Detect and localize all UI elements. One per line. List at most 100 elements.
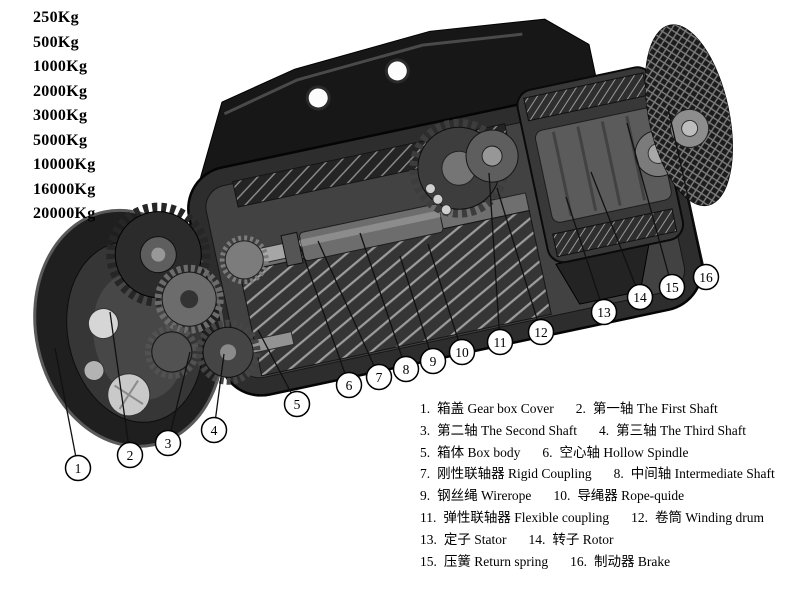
callout-balloons: 1 2 3 4 5 6 7 8 9 10 11 12 13 14 15 16 xyxy=(64,263,720,482)
legend-number: 12. xyxy=(631,509,648,525)
legend-item: 10. 导绳器 Rope-quide xyxy=(553,485,684,507)
svg-text:15: 15 xyxy=(665,280,679,295)
legend-row: 3. 第二轴 The Second Shaft 4. 第三轴 The Third S… xyxy=(420,420,792,442)
svg-text:7: 7 xyxy=(376,370,383,385)
svg-text:2: 2 xyxy=(127,448,134,463)
top-bracket xyxy=(199,18,598,180)
legend-number: 10. xyxy=(553,488,571,504)
legend-item: 15.压簧 Return spring xyxy=(420,551,548,573)
legend-row: 15.压簧 Return spring 16. 制动器 Brake xyxy=(420,551,792,573)
legend-label: 钢丝绳 Wirerope xyxy=(437,488,532,504)
callout-12: 12 xyxy=(527,318,555,346)
gear-train xyxy=(106,202,269,385)
svg-text:6: 6 xyxy=(346,378,353,393)
callout-9: 9 xyxy=(419,347,447,375)
callout-10: 10 xyxy=(448,338,476,366)
svg-text:3: 3 xyxy=(165,436,172,451)
callout-16: 16 xyxy=(692,263,720,291)
legend-label: 卷筒 Winding drum xyxy=(655,509,764,525)
legend-item: 3. 第二轴 The Second Shaft xyxy=(420,420,577,442)
bearing-ball xyxy=(432,193,444,205)
legend-number: 4. xyxy=(598,422,610,438)
capacity-item: 16000Kg xyxy=(33,180,96,198)
legend-number: 16. xyxy=(570,553,587,569)
legend-item: 13. 定子 Stator xyxy=(420,529,507,551)
svg-text:10: 10 xyxy=(455,345,469,360)
legend-label: 定子 Stator xyxy=(443,531,507,547)
callout-1: 1 xyxy=(64,454,92,482)
svg-text:16: 16 xyxy=(699,270,713,285)
legend-item: 6.空心轴 Hollow Spindle xyxy=(542,442,688,464)
capacity-item: 3000Kg xyxy=(33,107,88,124)
motor xyxy=(516,66,685,264)
legend-row: 7.刚性联轴器 Rigid Coupling 8.中间轴 Intermediat… xyxy=(420,463,792,485)
legend-number: 11. xyxy=(420,509,437,525)
capacity-item: 10000Kg xyxy=(33,156,96,173)
capacity-item: 5000Kg xyxy=(33,131,88,149)
legend-number: 8. xyxy=(613,466,624,482)
legend-number: 1. xyxy=(420,401,431,416)
svg-text:12: 12 xyxy=(534,325,548,340)
parts-legend: 1. 箱盖 Gear box Cover 2. 第一轴 The First Shaf… xyxy=(420,398,792,572)
legend-label: 转子 Rotor xyxy=(552,531,614,547)
legend-item: 9. 钢丝绳 Wirerope xyxy=(420,485,531,507)
legend-label: 弹性联轴器 Flexible coupling xyxy=(443,509,610,525)
svg-text:1: 1 xyxy=(75,461,82,476)
legend-number: 5. xyxy=(420,444,431,460)
callout-13: 13 xyxy=(590,298,618,326)
legend-label: 第三轴 The Third Shaft xyxy=(616,422,746,438)
svg-text:8: 8 xyxy=(403,362,410,377)
callout-7: 7 xyxy=(365,363,393,391)
legend-item: 5.箱体 Box body xyxy=(420,442,520,464)
legend-item: 16. 制动器 Brake xyxy=(570,551,670,573)
svg-text:11: 11 xyxy=(494,335,507,350)
legend-item: 2. 第一轴 The First Shaft xyxy=(576,398,718,420)
bracket-hole xyxy=(305,85,331,111)
legend-item: 14. 转子 Rotor xyxy=(529,529,614,551)
legend-row: 5.箱体 Box body 6.空心轴 Hollow Spindle xyxy=(420,442,792,464)
svg-text:5: 5 xyxy=(294,397,301,412)
legend-number: 13. xyxy=(420,531,437,547)
legend-label: 制动器 Brake xyxy=(594,553,671,569)
callout-11: 11 xyxy=(486,328,514,356)
bearing-ball xyxy=(424,183,436,195)
legend-item: 8.中间轴 Intermediate Shaft xyxy=(614,463,775,485)
capacity-item: 1000Kg xyxy=(33,58,88,75)
callout-3: 3 xyxy=(154,429,182,457)
capacity-item: 2000Kg xyxy=(33,82,88,100)
legend-label: 第二轴 The Second Shaft xyxy=(437,422,577,438)
legend-item: 11. 弹性联轴器 Flexible coupling xyxy=(420,507,609,529)
capacity-list: 250Kg 500Kg 1000Kg 2000Kg 3000Kg 5000Kg … xyxy=(33,6,96,227)
svg-text:9: 9 xyxy=(430,354,437,369)
legend-label: 箱盖 Gear box Cover xyxy=(437,401,554,416)
callout-8: 8 xyxy=(392,355,420,383)
legend-row: 1. 箱盖 Gear box Cover 2. 第一轴 The First Shaf… xyxy=(420,398,792,420)
legend-item: 7.刚性联轴器 Rigid Coupling xyxy=(420,463,592,485)
legend-number: 2. xyxy=(575,401,586,416)
legend-item: 1. 箱盖 Gear box Cover xyxy=(420,398,554,420)
intermediate-gears xyxy=(409,118,519,218)
legend-label: 第一轴 The First Shaft xyxy=(592,401,718,416)
legend-item: 4. 第三轴 The Third Shaft xyxy=(599,420,746,442)
legend-row: 9. 钢丝绳 Wirerope 10. 导绳器 Rope-quide xyxy=(420,485,792,507)
machine-body xyxy=(33,18,733,448)
legend-row: 11. 弹性联轴器 Flexible coupling 12. 卷筒 Winding… xyxy=(420,507,792,529)
legend-label: 导绳器 Rope-quide xyxy=(577,488,685,504)
capacity-item: 20000Kg xyxy=(33,205,96,222)
callout-2: 2 xyxy=(116,441,144,469)
svg-text:13: 13 xyxy=(597,305,611,320)
callout-5: 5 xyxy=(283,390,311,418)
legend-label: 空心轴 Hollow Spindle xyxy=(559,444,689,460)
callout-4: 4 xyxy=(200,416,228,444)
callout-6: 6 xyxy=(335,371,363,399)
callout-14: 14 xyxy=(626,283,654,311)
brake xyxy=(644,24,733,207)
svg-text:4: 4 xyxy=(211,423,218,438)
legend-row: 13. 定子 Stator 14. 转子 Rotor xyxy=(420,529,792,551)
legend-number: 9. xyxy=(420,488,431,504)
legend-number: 3. xyxy=(420,422,431,438)
legend-label: 压簧 Return spring xyxy=(443,553,549,569)
legend-number: 14. xyxy=(528,531,546,547)
